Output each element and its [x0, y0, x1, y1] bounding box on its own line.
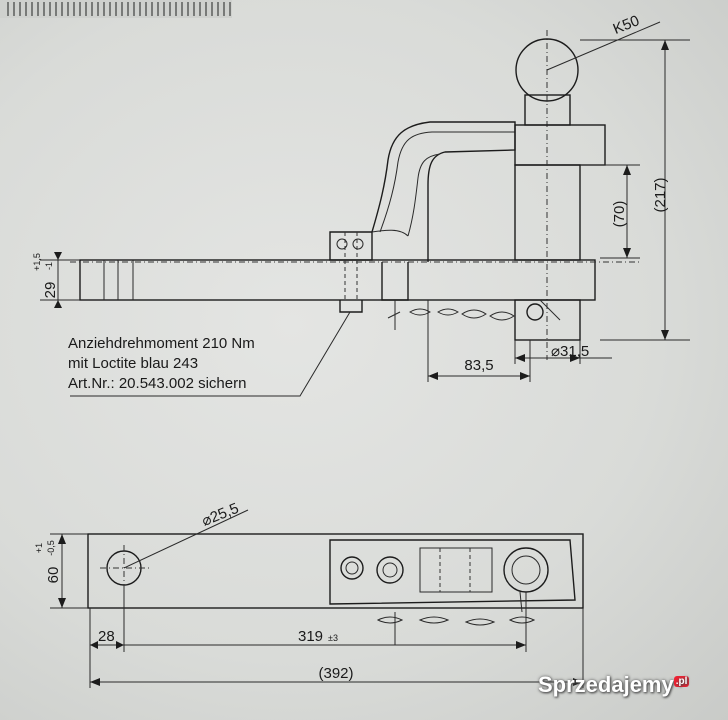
assembly-note: Anziehdrehmoment 210 Nm mit Loctite blau… [68, 334, 328, 394]
tol-main-length: ±3 [328, 633, 338, 643]
clamp-block [329, 231, 373, 261]
tol-bar-upper: +1,5 [32, 253, 42, 271]
dim-total-length: (392) [318, 665, 353, 682]
note-leader [70, 311, 351, 397]
top-view: ⌀25,5 60 +1 -0,5 28 319 ±3 (392) [34, 500, 584, 688]
ball-label: K50 [611, 12, 642, 38]
note-line-2: mit Loctite blau 243 [68, 355, 199, 372]
watermark-text: Sprzedajemy [538, 672, 674, 697]
scan-strip [0, 0, 232, 18]
tol-width-upper: +1 [34, 543, 44, 553]
bolt-head [339, 300, 363, 313]
drawbar-side [79, 259, 596, 301]
dim-hole-offset: 28 [98, 628, 115, 645]
dim-main-length: 319 [298, 628, 323, 645]
dim-offset-length: 83,5 [464, 357, 493, 374]
drawbar-top [87, 533, 584, 609]
dim-height-total: (217) [652, 177, 669, 212]
dim-bar-width: 60 [45, 567, 62, 584]
dim-bar-height: 29 [42, 282, 59, 299]
coupling-plate [329, 539, 576, 605]
note-line-1: Anziehdrehmoment 210 Nm [68, 335, 255, 352]
k50-leader [546, 21, 661, 71]
note-line-3: Art.Nr.: 20.543.002 sichern [68, 375, 247, 392]
tol-width-lower: -0,5 [46, 540, 56, 556]
ball-housing [514, 124, 606, 166]
side-view: K50 (217) (70) 29 +1,5 -1 83,5 ⌀31,5 [32, 12, 690, 397]
dim-hole-diameter: ⌀25,5 [199, 500, 241, 530]
watermark-logo: Sprzedajemy.pl [538, 672, 690, 698]
dim-height-neck: (70) [611, 201, 628, 228]
ball-top [503, 547, 549, 593]
tol-bar-lower: -1 [44, 262, 54, 270]
gooseneck-arm [371, 121, 516, 262]
watermark-suffix: .pl [673, 675, 690, 687]
hole-leader [123, 509, 249, 569]
dim-neck-diameter: ⌀31,5 [551, 343, 589, 360]
